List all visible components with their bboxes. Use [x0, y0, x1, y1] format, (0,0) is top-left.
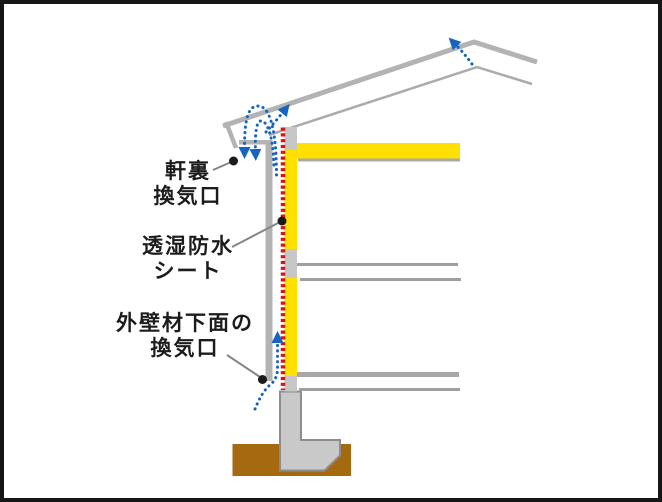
diagram-canvas [212, 37, 538, 476]
foundation-footing [279, 390, 341, 472]
wall-insulation-upper [284, 150, 297, 249]
label-bottom-vent-line2: 換気口 [150, 336, 220, 360]
label-eave-vent: 軒裏 換気口 [113, 159, 263, 209]
airflow-arrow-eave-outer [238, 104, 278, 177]
leader-line-bottom-vent [226, 354, 261, 378]
leader-line-eave-vent [212, 161, 231, 171]
leader-dot-bottom-vent [258, 375, 267, 384]
eave-soffit-and-siding [239, 140, 273, 381]
label-moisture-sheet-line2: シート [153, 259, 223, 283]
leader-line-moisture-sheet [231, 221, 280, 248]
roof-sheathing-line [268, 65, 533, 137]
label-bottom-vent: 外壁材下面の 換気口 [101, 311, 269, 361]
ceiling-insulation-band [297, 143, 460, 159]
label-moisture-sheet-line1: 透湿防水 [142, 234, 234, 258]
sill-plate [284, 376, 297, 392]
label-eave-vent-line1: 軒裏 [165, 159, 211, 183]
wall-floor-band [284, 249, 297, 278]
label-moisture-sheet: 透湿防水 シート [113, 234, 263, 284]
roof-outer-line [222, 39, 538, 129]
airflow-arrow-bottom-vent [253, 331, 284, 411]
wall-insulation-lower [284, 278, 297, 376]
airflow-arrow-eave-inner [249, 119, 276, 167]
leader-dot-moisture-sheet [277, 216, 287, 226]
wall-top-plate [284, 127, 297, 150]
label-eave-vent-line2: 換気口 [153, 184, 223, 208]
fascia-board [223, 121, 239, 149]
label-bottom-vent-line1: 外壁材下面の [116, 311, 254, 335]
leader-dot-eave-vent [229, 156, 238, 166]
